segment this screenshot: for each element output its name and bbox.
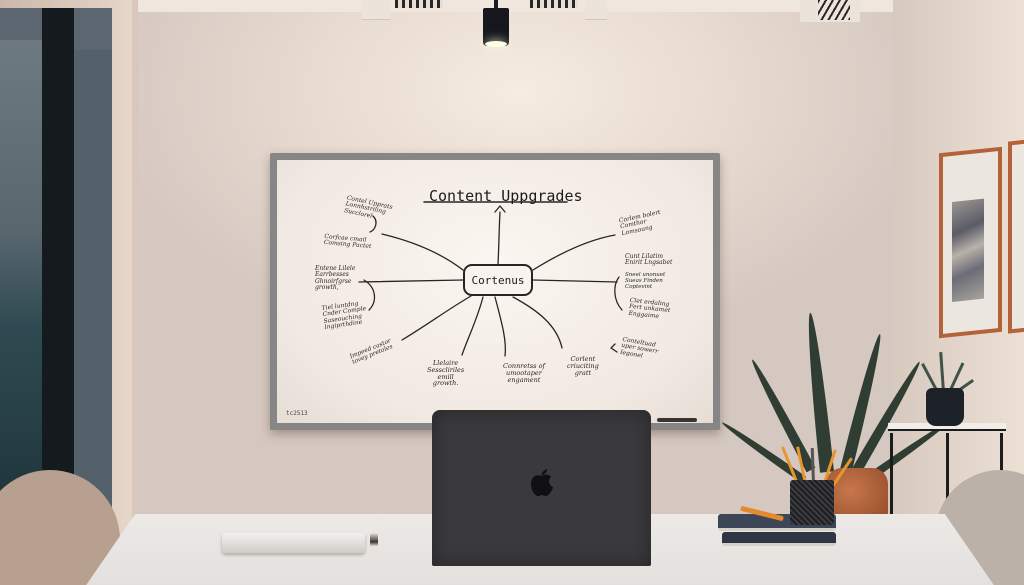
whiteboard-corner-tag: tc2513 (286, 410, 308, 417)
apple-logo-icon (531, 469, 553, 497)
whiteboard: Content Uppgrades Cortenus Contel Upprat… (270, 153, 720, 430)
door-jamb-inner (74, 50, 112, 530)
pen (370, 533, 378, 555)
marker-tray (657, 418, 697, 422)
abstract-art (952, 198, 984, 302)
framed-art-2 (1008, 138, 1024, 334)
wall-edge (132, 0, 138, 585)
mind-map-center-node: Cortenus (463, 264, 533, 296)
ceiling-vent-right (800, 0, 860, 22)
ceiling-spotlight (483, 0, 509, 48)
framed-art (939, 146, 1002, 339)
pencil (810, 447, 815, 485)
ceiling-vent (530, 0, 578, 8)
glass-door (0, 40, 42, 520)
whiteboard-title: Content Uppgrades (429, 187, 583, 205)
ceiling-beam (362, 0, 390, 20)
pencil-cup (790, 480, 834, 525)
ceiling (120, 0, 920, 12)
plant-leaf (803, 312, 834, 473)
ceiling-beam (585, 0, 607, 20)
succulent-pot (926, 388, 964, 426)
center-node-label: Cortenus (471, 273, 525, 287)
laptop (432, 410, 651, 566)
mind-map-connectors (358, 201, 623, 357)
whiteboard-surface: Content Uppgrades Cortenus Contel Upprat… (277, 160, 713, 423)
plant-leaf (747, 357, 816, 473)
tablet-device (222, 533, 365, 553)
door-jamb (42, 8, 74, 520)
ceiling-vent (395, 0, 443, 8)
